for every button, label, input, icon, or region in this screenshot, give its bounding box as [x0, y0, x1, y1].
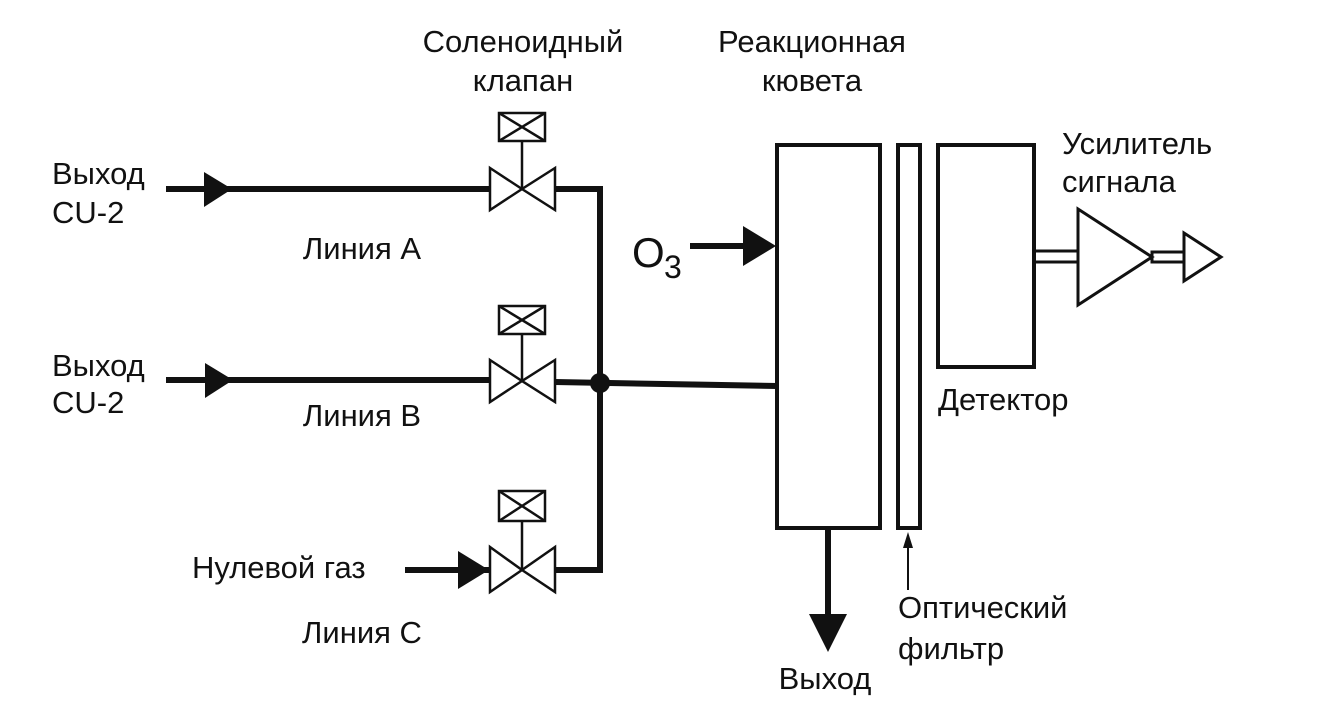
solenoid-valve-label-line2: клапан: [473, 63, 573, 98]
reaction-cell-label-line1: Реакционная: [718, 24, 906, 59]
line-a-to-manifold-pipe: [555, 186, 603, 570]
line-b-source-line1: Выход: [52, 348, 145, 383]
line-c-solenoid-valve-icon: [488, 489, 557, 595]
line-b: Выход CU-2 Линия B: [52, 304, 778, 433]
outlet: Выход: [779, 528, 872, 696]
line-a-source-line1: Выход: [52, 156, 145, 191]
optical-filter-label-line1: Оптический: [898, 590, 1068, 625]
line-b-label: Линия B: [303, 398, 421, 433]
ozone-label: O: [632, 229, 665, 276]
detector-label: Детектор: [938, 382, 1069, 417]
optical-filter-label-line2: фильтр: [898, 631, 1004, 666]
line-c-source: Нулевой газ: [192, 550, 366, 585]
line-b-flow-arrow-icon: [205, 363, 233, 398]
amplifier-output-connector: [1150, 250, 1188, 264]
detector-to-amplifier-connector: [1032, 249, 1080, 264]
ozone-flow-arrow-icon: [743, 226, 776, 266]
detector: [936, 143, 1036, 369]
amplifier-label-line2: сигнала: [1062, 164, 1177, 199]
line-c-flow-arrow-icon: [458, 551, 489, 589]
outlet-label: Выход: [779, 661, 872, 696]
reaction-cell-label-line2: кювета: [762, 63, 863, 98]
line-b-source-line2: CU-2: [52, 385, 124, 420]
line-a-label: Линия A: [303, 231, 421, 266]
line-c-label: Линия C: [302, 615, 422, 650]
line-a: Выход CU-2 Линия A: [52, 111, 603, 570]
reaction-cell: [775, 143, 882, 530]
line-a-solenoid-valve-icon: [488, 111, 557, 213]
signal-amplifier: Усилитель сигнала: [1032, 126, 1224, 308]
amplifier-label-line1: Усилитель: [1062, 126, 1212, 161]
line-a-flow-arrow-icon: [204, 172, 232, 207]
signal-output-triangle-icon: [1182, 230, 1224, 284]
optical-filter-pointer-arrow-icon: [903, 532, 913, 548]
line-c: Нулевой газ Линия C: [192, 489, 603, 650]
solenoid-valve-label-line1: Соленоидный: [423, 24, 624, 59]
line-b-solenoid-valve-icon: [488, 304, 557, 405]
ozone-inlet: O 3: [632, 226, 776, 285]
line-a-source-line2: CU-2: [52, 195, 124, 230]
ozone-subscript: 3: [664, 249, 682, 285]
amplifier-triangle-icon: [1076, 206, 1155, 308]
optical-filter: [896, 143, 922, 530]
manifold-to-cell-pipe: [554, 379, 778, 389]
manifold-junction-icon: [590, 373, 610, 393]
outlet-arrow-icon: [809, 614, 847, 652]
